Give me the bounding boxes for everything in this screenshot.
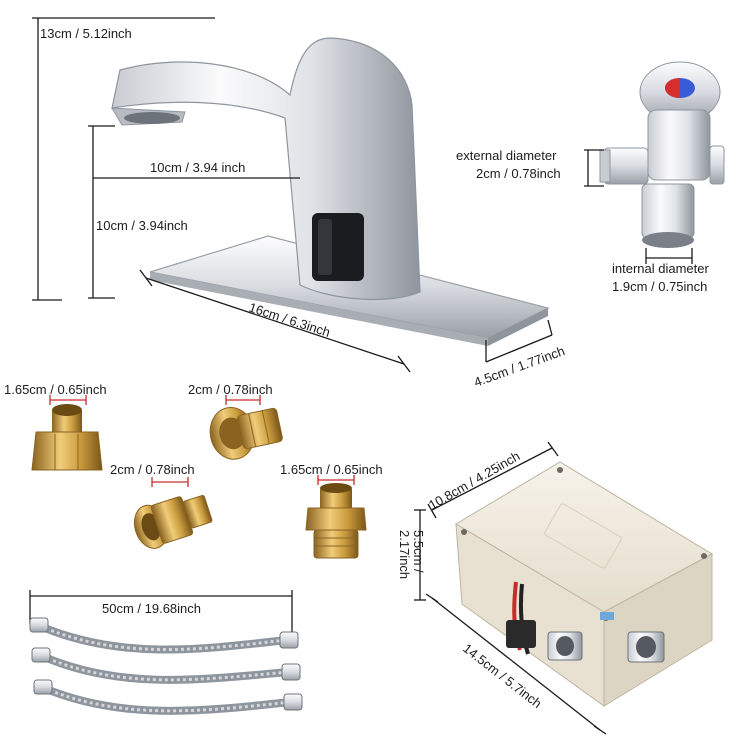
adapter-4-label: 1.65cm / 0.65inch <box>280 462 383 477</box>
brass-adapter-2 <box>209 406 283 460</box>
brass-adapters-group: 1.65cm / 0.65inch 2cm / 0.78inch 2cm / 0… <box>4 382 383 559</box>
faucet-spout-height-label: 10cm / 3.94inch <box>96 218 188 233</box>
valve-external-label-line1: external diameter <box>456 148 557 163</box>
control-box-port-left <box>547 631 583 661</box>
brass-adapter-1: 1.65cm / 0.65inch <box>4 382 107 471</box>
control-box-height-label-line2: 2.17inch <box>397 530 412 579</box>
adapter-1-label: 1.65cm / 0.65inch <box>4 382 107 397</box>
faucet-group: 13cm / 5.12inch 10cm / 3.94inch 10cm / 3… <box>32 17 567 390</box>
valve-internal-label-line1: internal diameter <box>612 261 709 276</box>
control-box-group: 10.8cm / 4.25inch 5.5cm / 2.17inch 14.5c… <box>397 441 714 735</box>
braided-hoses-group: 50cm / 19.68inch <box>29 590 303 715</box>
hose-2 <box>31 647 301 684</box>
hose-3 <box>33 679 303 715</box>
valve-internal-label-line2: 1.9cm / 0.75inch <box>612 279 707 294</box>
faucet-reach-label: 10cm / 3.94 inch <box>150 160 245 175</box>
brass-adapter-3 <box>133 494 213 549</box>
hose-length-label: 50cm / 19.68inch <box>102 601 201 616</box>
mixing-valve-group: external diameter 2cm / 0.78inch interna… <box>456 61 725 294</box>
faucet-height-label: 13cm / 5.12inch <box>40 26 132 41</box>
hose-1 <box>29 617 299 654</box>
adapter-2-label: 2cm / 0.78inch <box>188 382 273 397</box>
brass-adapter-4 <box>305 475 367 559</box>
valve-external-label-line2: 2cm / 0.78inch <box>476 166 561 181</box>
control-box-port-right <box>627 631 665 663</box>
adapter-3-label: 2cm / 0.78inch <box>110 462 195 477</box>
control-box-height-label-line1: 5.5cm / <box>411 530 426 573</box>
